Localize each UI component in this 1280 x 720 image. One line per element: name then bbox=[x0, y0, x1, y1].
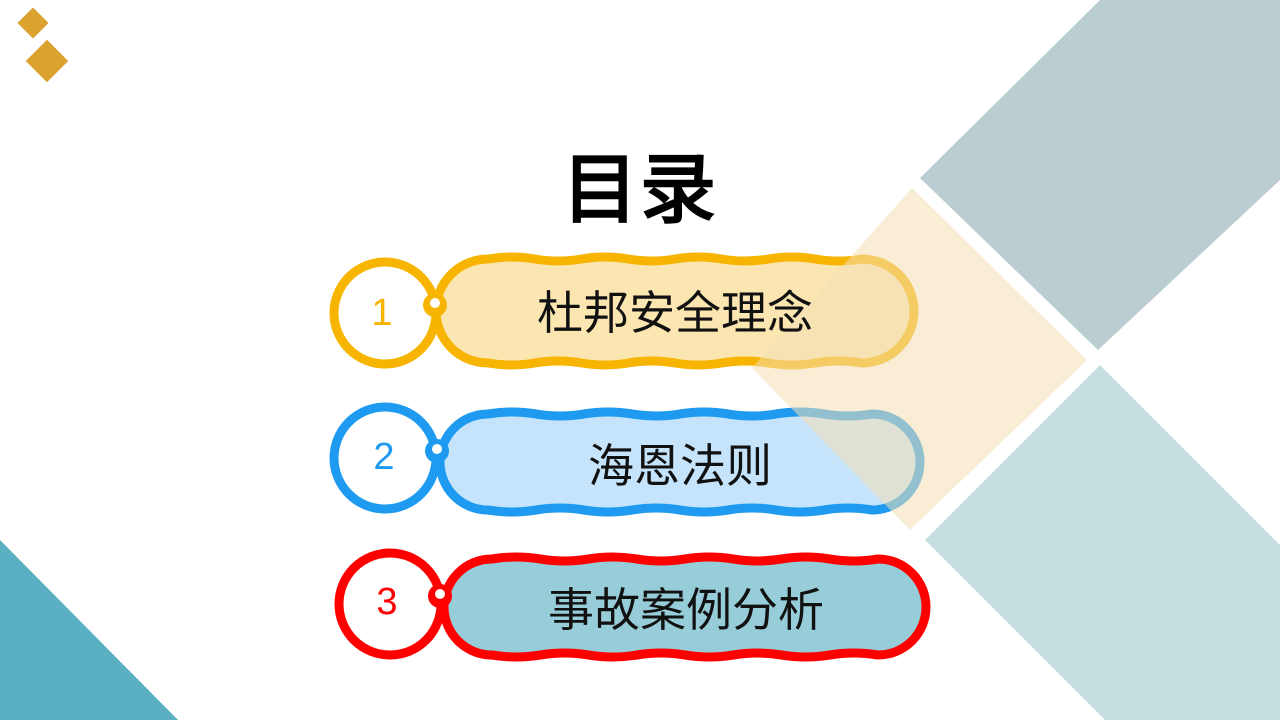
menu-label-3: 事故案例分析 bbox=[548, 583, 824, 637]
menu-number-1: 1 bbox=[371, 292, 393, 334]
menu-label-1: 杜邦安全理念 bbox=[537, 286, 813, 340]
menu-number-3: 3 bbox=[376, 581, 398, 623]
connector-knob-hole-1 bbox=[430, 298, 440, 308]
connector-knob-hole-3 bbox=[435, 589, 445, 599]
slide-title: 目录 bbox=[562, 145, 718, 234]
menu-label-2: 海恩法则 bbox=[588, 439, 772, 493]
connector-knob-hole-2 bbox=[432, 444, 442, 454]
menu-item-3[interactable] bbox=[334, 548, 931, 662]
top-diamond bbox=[17, 7, 49, 39]
pill-3 bbox=[439, 552, 931, 662]
menu-number-2: 2 bbox=[373, 436, 395, 478]
corner-teal-triangle bbox=[0, 540, 178, 720]
